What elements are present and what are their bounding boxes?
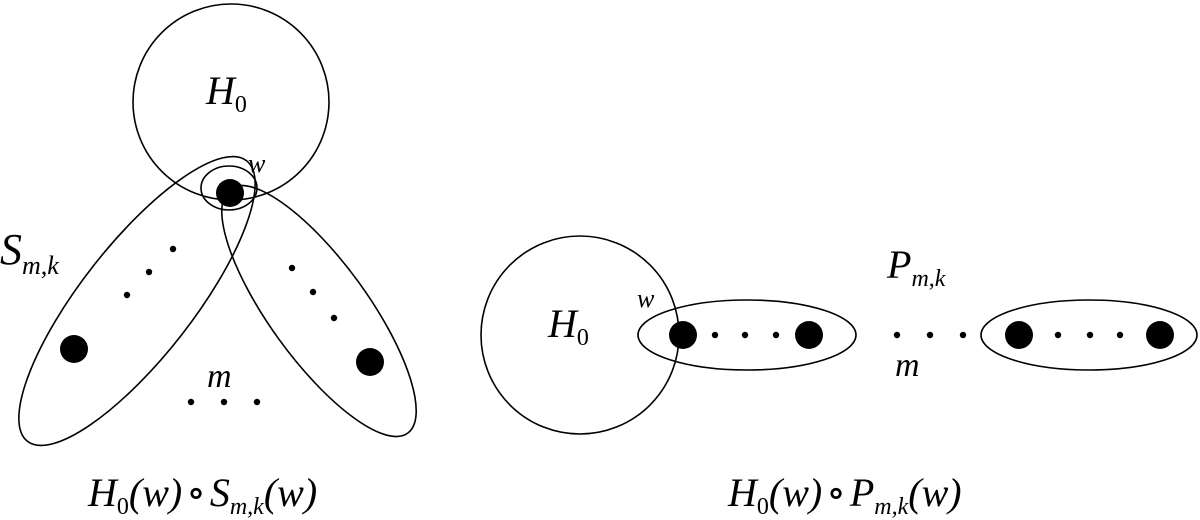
w-label-left: w (248, 149, 266, 178)
dot (959, 331, 967, 339)
m-label-right: m (895, 347, 920, 384)
dot (145, 268, 153, 276)
dot (288, 264, 296, 272)
caption-right: H0(w)∘Pm,k(w) (727, 470, 962, 520)
dot (220, 398, 228, 406)
dot (123, 291, 131, 299)
dot (309, 288, 317, 296)
m-label-left: m (207, 358, 232, 395)
caption-left: H0(w)∘Sm,k(w) (87, 470, 317, 520)
path-first-ellipse (637, 299, 857, 371)
vertex-w-right (669, 321, 697, 349)
dot (772, 331, 780, 339)
dot (253, 398, 261, 406)
star-branch-left-ellipse (18, 155, 256, 447)
s-label: Sm,k (0, 225, 59, 280)
dot (1054, 331, 1062, 339)
dot (1116, 331, 1124, 339)
left-diagram: H0 w Sm,k m H0(w)∘Sm,k(w) (0, 3, 418, 520)
dot (187, 398, 195, 406)
dot (926, 331, 934, 339)
dot (893, 331, 901, 339)
vertex-right-branch-end (356, 348, 384, 376)
dot (1086, 331, 1094, 339)
h0-label-left: H0 (205, 68, 247, 118)
w-label-right: w (637, 284, 655, 313)
dot (741, 331, 749, 339)
h0-label-right: H0 (547, 301, 589, 351)
p-label: Pm,k (886, 242, 946, 292)
dot (711, 331, 719, 339)
vertex-left-branch-end (60, 335, 88, 363)
dot (169, 245, 177, 253)
vertex-w-left (216, 179, 244, 207)
vertex-path-start (1005, 321, 1033, 349)
right-diagram: H0 w Pm,k m H0(w)∘Pm,k(w) (480, 235, 1198, 520)
dot (330, 314, 338, 322)
vertex-path-end (1146, 321, 1174, 349)
path-last-ellipse (980, 299, 1198, 371)
vertex-path-end (795, 321, 823, 349)
